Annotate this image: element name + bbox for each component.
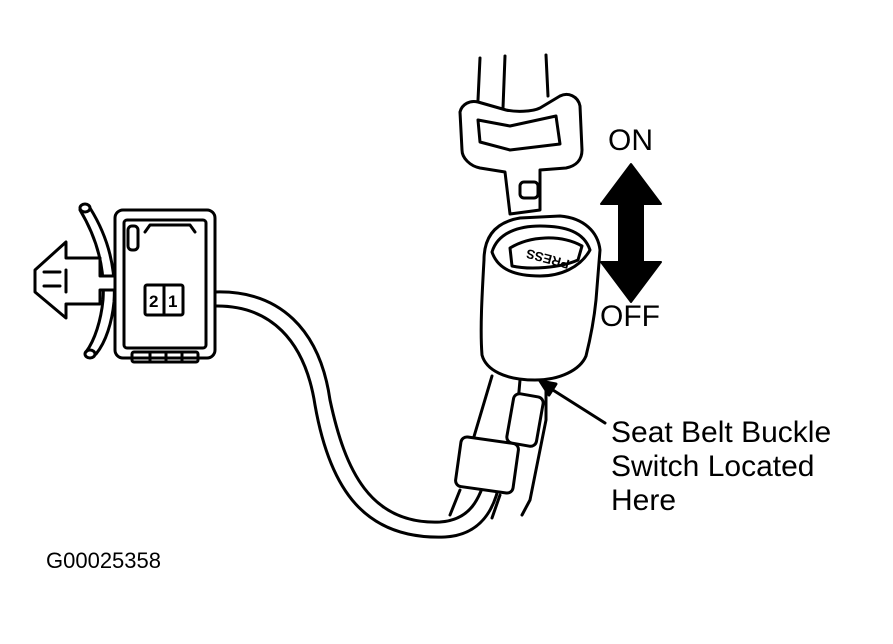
on-label: ON	[608, 124, 653, 157]
figure-id: G00025358	[46, 548, 161, 573]
connector-pin-2: 2	[149, 292, 158, 311]
callout-line-2: Switch Located	[611, 450, 815, 483]
callout-line-1: Seat Belt Buckle	[611, 416, 832, 449]
wire-harness	[213, 290, 502, 539]
belt-strap	[476, 53, 550, 110]
connector-pin-1: 1	[168, 292, 177, 311]
callout-label: Seat Belt Buckle Switch Located Here	[611, 416, 831, 518]
callout-leader	[538, 379, 607, 425]
latch-plate	[458, 92, 584, 216]
callout-line-3: Here	[611, 484, 677, 517]
on-off-arrow-icon	[600, 163, 662, 303]
connector: 2 1	[113, 208, 217, 364]
svg-text:2 1: 2 1	[149, 292, 177, 311]
retainer-clip	[33, 202, 120, 360]
buckle-housing: PRESS	[479, 214, 602, 382]
off-label: OFF	[600, 300, 660, 333]
buckle-boot	[448, 374, 548, 520]
